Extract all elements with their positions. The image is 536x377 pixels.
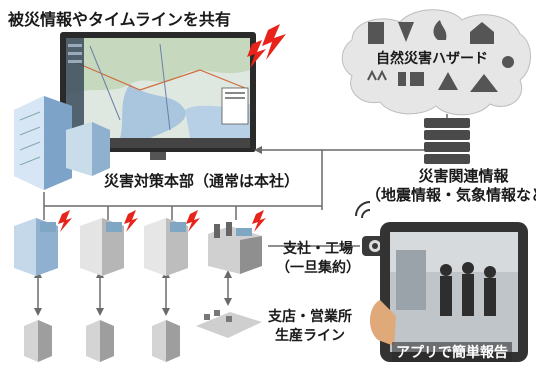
small-building-2 [86,320,114,362]
disaster-info-subtitle: （地震情報・気象情報など） [366,186,536,204]
small-building-3 [152,320,180,362]
branch-label-line2: （一旦集約） [276,260,360,276]
app-report-label: アプリで簡単報告 [392,342,512,362]
production-line [196,310,262,338]
lightning-icon [247,24,286,68]
branch-office-2 [80,218,124,276]
server-stack-icon [424,118,470,164]
snow-icon [502,56,514,68]
disaster-info-label: 災害関連情報 （地震情報・気象情報など） [366,167,536,205]
branch-office-3 [144,218,188,276]
hq-label: 災害対策本部（通常は本社） [104,172,300,190]
house-icon [470,22,494,44]
disaster-info-title: 災害関連情報 [418,167,509,185]
tsunami-icon [438,72,458,90]
hq-building [14,96,110,190]
store-label-line1: 支店・営業所 [268,309,352,325]
hq-monitor [60,32,256,160]
fire-icon [433,20,447,40]
branch-office-1 [14,218,58,276]
arrow-heads [34,146,262,316]
diagram-title: 被災情報やタイムラインを共有 [8,10,231,29]
wind-icon [398,72,406,86]
volcano-icon [470,74,498,92]
hazard-label: 自然災害ハザード [376,51,488,67]
branch-label-line1: 支社・工場 [283,241,353,257]
landslide-icon [368,22,384,44]
store-label-line2: 生産ライン [275,328,345,344]
building-collapse-icon [410,72,424,86]
branch-lightning-icons [58,210,266,232]
tablet-device [369,222,528,362]
connector-lines [37,114,448,310]
branch-label: 支社・工場 （一旦集約） [276,240,360,278]
rain-icon [367,69,387,81]
tornado-icon [398,22,414,42]
small-building-1 [24,320,52,362]
store-label: 支店・営業所 生産ライン [268,308,352,346]
hazard-cloud [341,9,531,116]
factory-building [208,222,262,274]
